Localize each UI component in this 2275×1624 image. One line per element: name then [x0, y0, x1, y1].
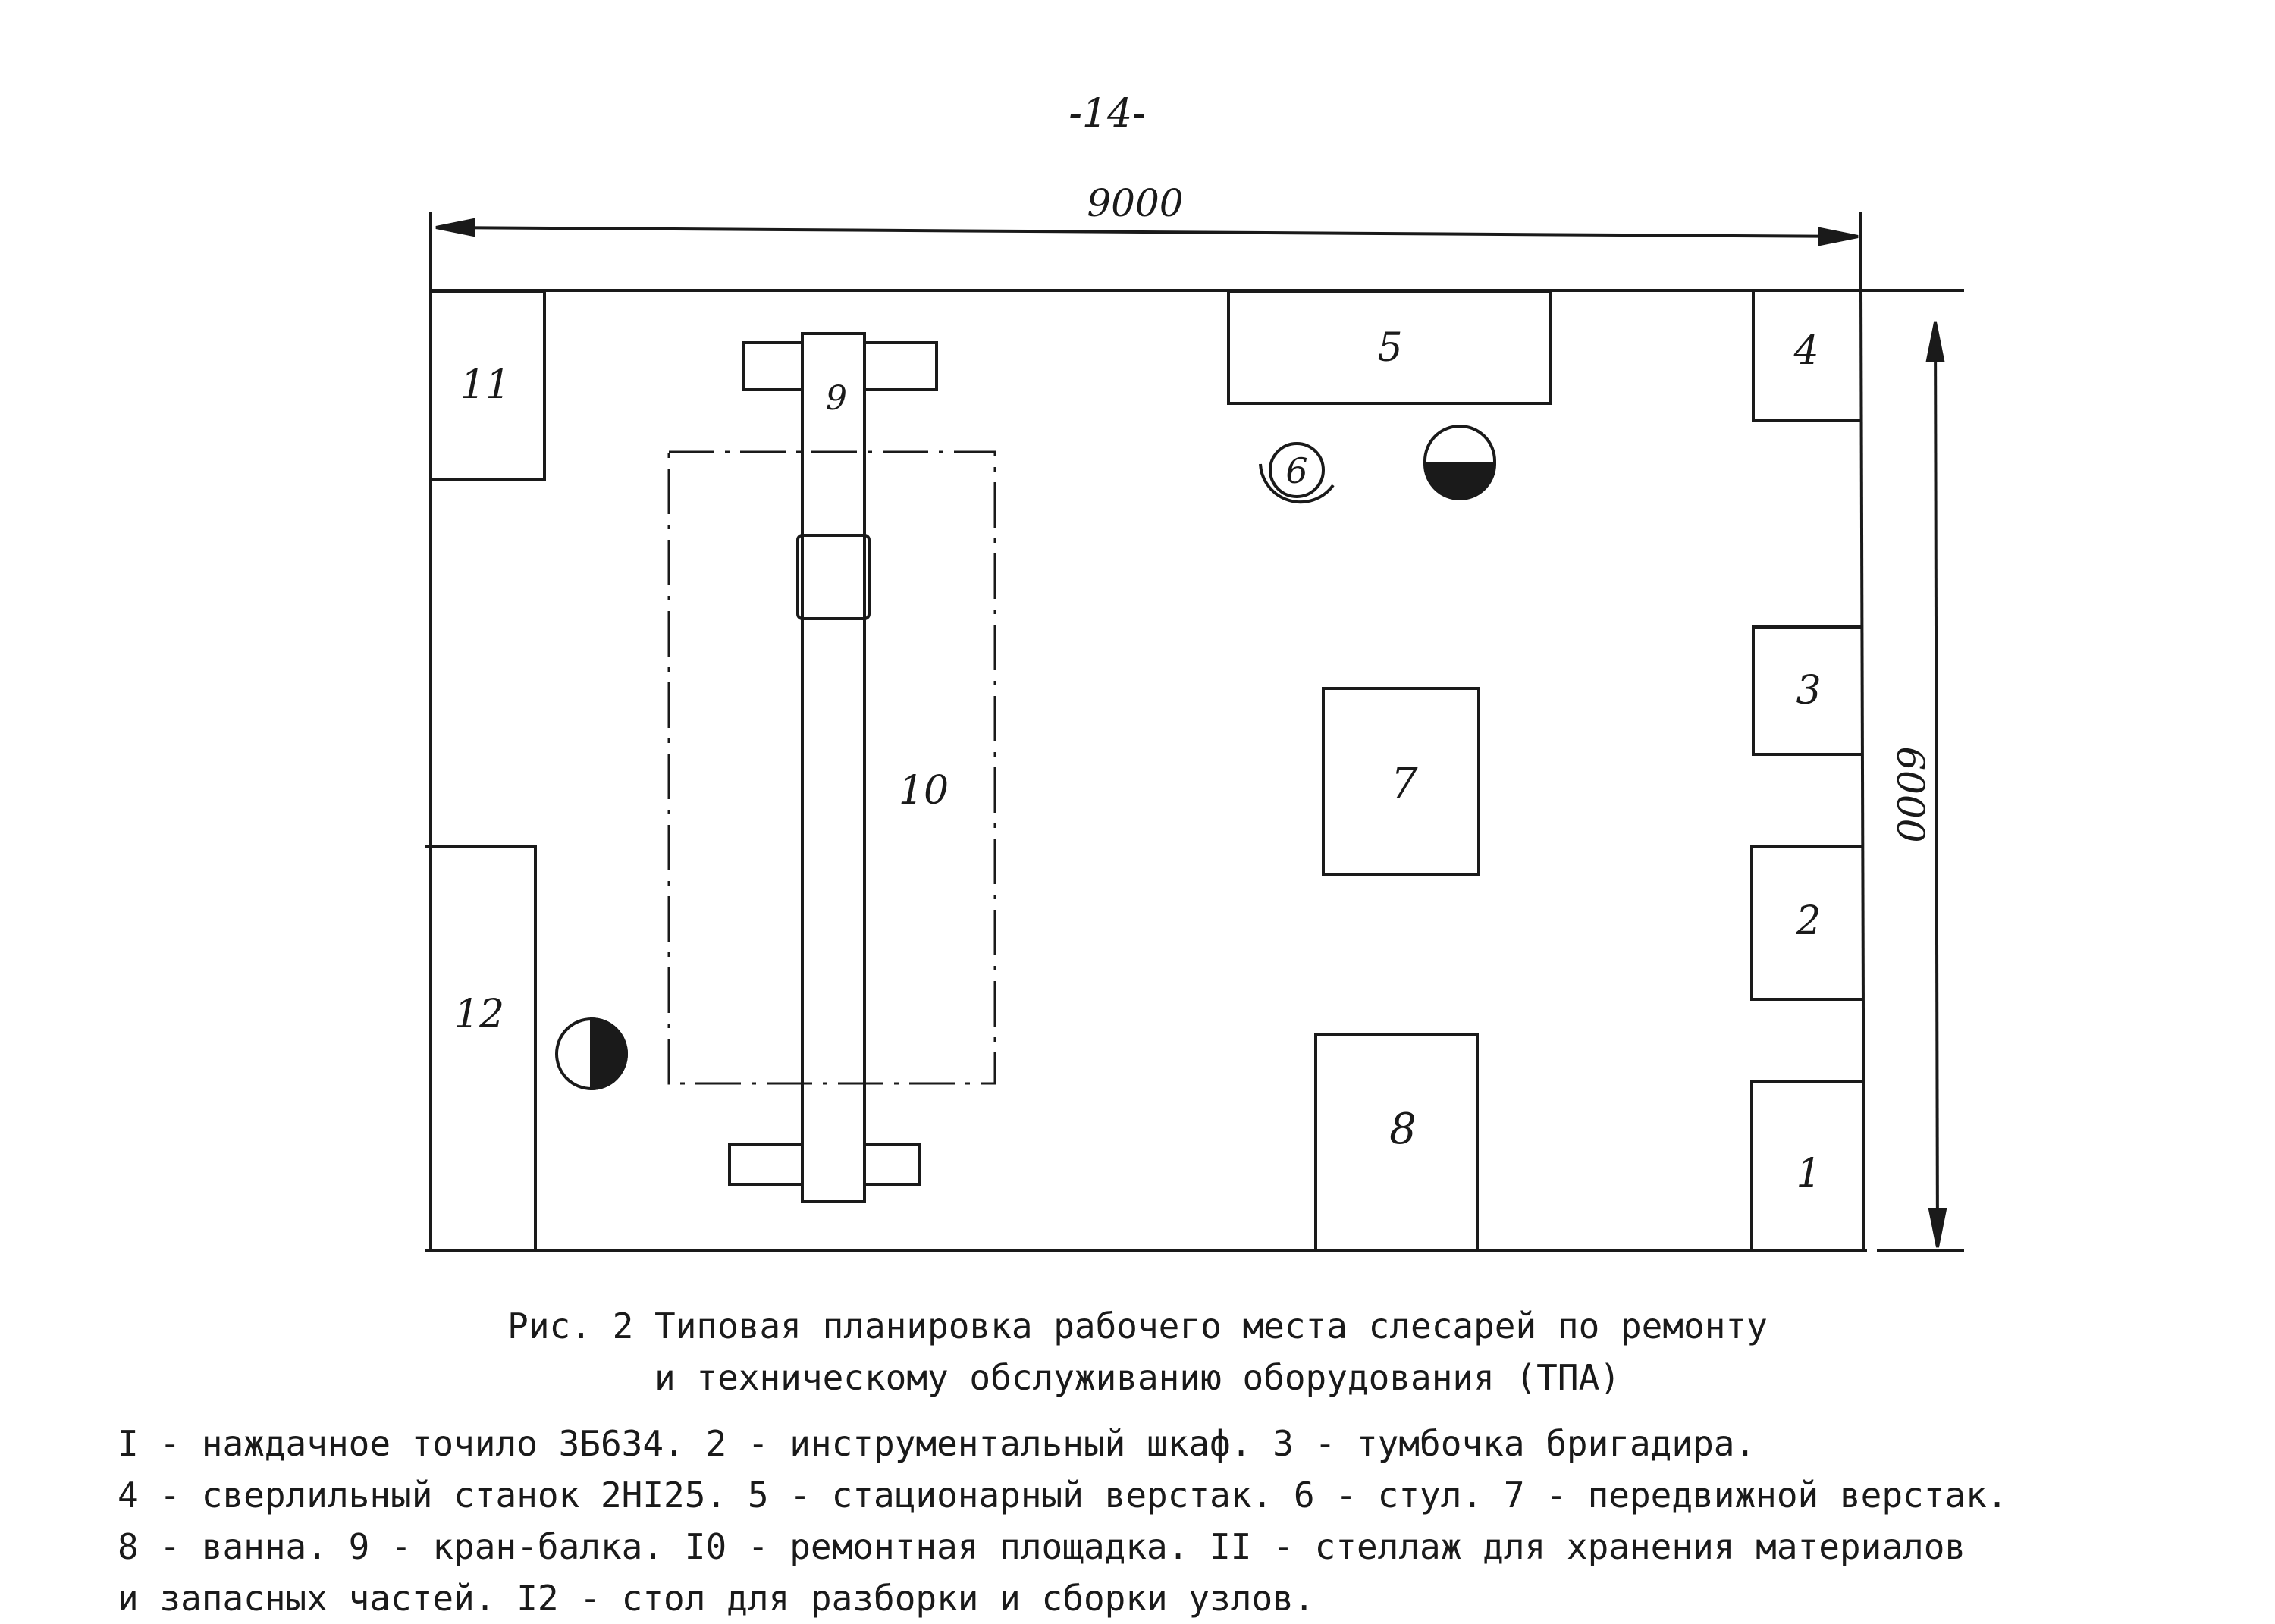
- item-12-assembly-table: [425, 845, 537, 1251]
- label-item-1: 1: [1796, 1151, 1821, 1196]
- label-item-10: 10: [899, 768, 949, 814]
- label-item-6: 6: [1285, 450, 1307, 491]
- legend: I - наждачное точило 3Б634. 2 - инструме…: [118, 1418, 2008, 1624]
- workplace-symbol-top: [1423, 425, 1497, 500]
- page-number: -14-: [1068, 91, 1146, 136]
- label-item-12: 12: [454, 992, 504, 1037]
- legend-line-1: I - наждачное точило 3Б634. 2 - инструме…: [118, 1423, 1756, 1464]
- width-dimension: [429, 212, 1862, 292]
- legend-line-4: и запасных частей. I2 - стол для разборк…: [118, 1578, 1315, 1619]
- item-9-crane-beam: [728, 332, 938, 1203]
- figure-caption-line-2: и техническому обслуживанию оборудования…: [654, 1357, 1621, 1398]
- workplace-symbol-left: [555, 1017, 628, 1091]
- item-7-mobile-workbench: [1322, 687, 1480, 876]
- item-4-drilling-machine: [1752, 292, 1861, 422]
- height-dimension: [1861, 289, 1964, 1252]
- item-3-foreman-cabinet: [1752, 625, 1861, 756]
- room-outline: [425, 289, 1867, 1252]
- legend-line-3: 8 - ванна. 9 - кран-балка. I0 - ремонтна…: [118, 1526, 1966, 1567]
- item-2-tool-cabinet: [1750, 845, 1862, 1001]
- item-1-grinder: [1750, 1080, 1864, 1251]
- label-item-4: 4: [1793, 328, 1818, 374]
- item-10-repair-platform: [667, 450, 996, 1085]
- legend-line-2: 4 - сверлильный станок 2НI25. 5 - стацио…: [118, 1475, 2008, 1516]
- label-item-11: 11: [460, 362, 510, 408]
- label-item-3: 3: [1796, 668, 1821, 713]
- item-11-shelving: [431, 290, 546, 481]
- height-label: 6000: [1888, 746, 1932, 842]
- label-item-5: 5: [1377, 325, 1402, 371]
- label-item-7: 7: [1391, 759, 1418, 808]
- width-label: 9000: [1087, 181, 1183, 225]
- item-6-chair: [1259, 442, 1335, 504]
- label-item-8: 8: [1389, 1105, 1417, 1154]
- label-item-2: 2: [1795, 898, 1821, 944]
- item-5-stationary-workbench: [1227, 290, 1552, 405]
- figure-caption-line-1: Рис. 2 Типовая планировка рабочего места…: [507, 1306, 1768, 1347]
- item-8-bath: [1314, 1033, 1479, 1251]
- label-item-9: 9: [826, 379, 847, 418]
